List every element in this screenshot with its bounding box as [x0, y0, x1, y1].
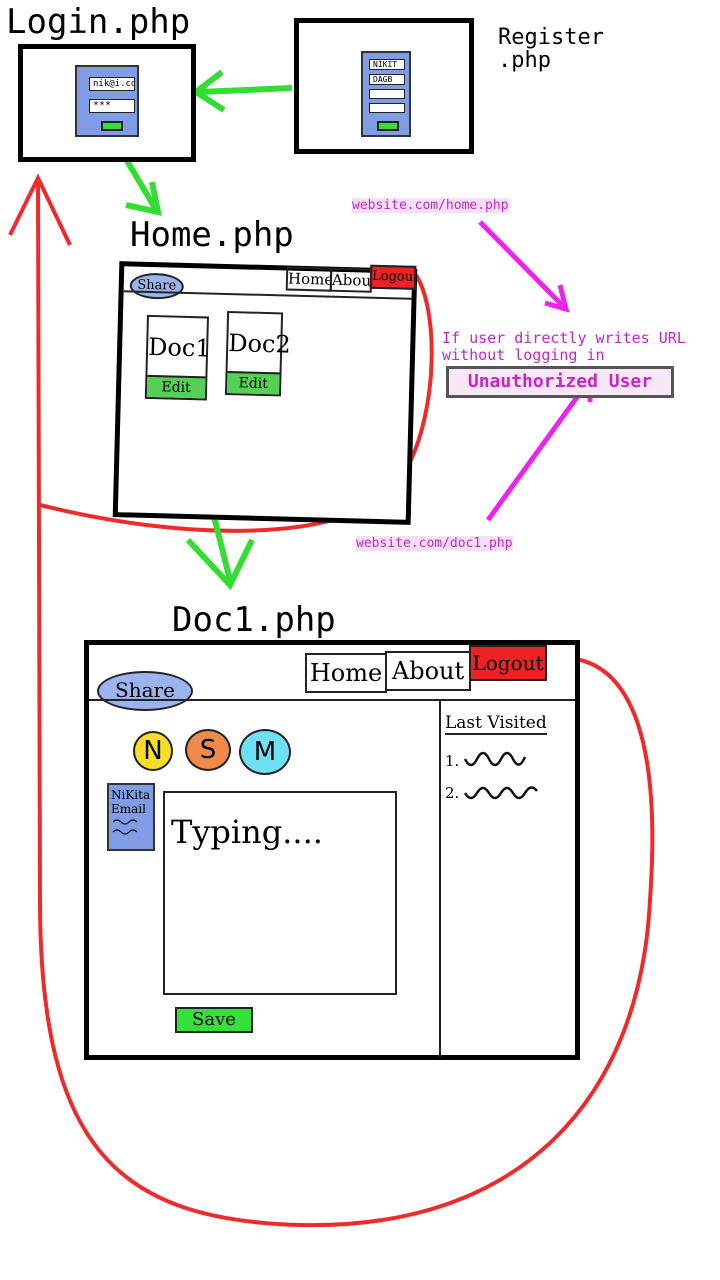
- doc-card-2-edit-button[interactable]: Edit: [226, 371, 280, 395]
- doc-card-1-title: Doc1: [147, 332, 211, 363]
- doc-editor-text: Typing....: [171, 813, 323, 851]
- doc1-share-button[interactable]: Share: [97, 671, 193, 711]
- login-page-title: Login.php: [6, 2, 191, 42]
- home-url-arrow: [478, 220, 564, 307]
- home-url-label: website.com/home.php: [352, 198, 509, 213]
- doc-card-2-title: Doc2: [227, 329, 292, 359]
- home-nav-logout[interactable]: Logout: [369, 264, 417, 290]
- register-submit-button[interactable]: [377, 121, 399, 131]
- doc1-nav-divider: [89, 699, 575, 701]
- login-to-home-arrowhead: [125, 181, 162, 216]
- doc1-nav-logout[interactable]: Logout: [469, 645, 547, 681]
- register-password-field[interactable]: [369, 89, 405, 99]
- login-password-field[interactable]: ***: [89, 99, 135, 113]
- doc1-logout-loop-arrow: [36, 179, 655, 1228]
- collaborator-avatar-m[interactable]: M: [239, 729, 291, 775]
- last-visited-heading: Last Visited: [445, 713, 547, 735]
- last-visited-index-1: 1.: [445, 752, 460, 770]
- register-name-field[interactable]: NIKIT: [369, 59, 405, 70]
- user-info-card: NiKita Email: [107, 783, 155, 851]
- register-email-field[interactable]: DAGB: [369, 74, 405, 85]
- unauthorized-note-line2: without logging in: [442, 346, 605, 364]
- collaborator-avatar-s[interactable]: S: [185, 729, 231, 771]
- doc1-nav-about[interactable]: About: [385, 651, 471, 691]
- home-screen: Share Home About Logout Doc1 Edit Doc2 E…: [112, 261, 418, 525]
- last-visited-item-2[interactable]: 2.: [445, 783, 549, 803]
- login-submit-button[interactable]: [101, 121, 123, 131]
- doc-save-button[interactable]: Save: [175, 1007, 253, 1033]
- last-visited-scribble-1: [464, 751, 527, 767]
- user-info-email: Email: [111, 802, 146, 816]
- doc1-screen: Share Home About Logout N S M NiKita Ema…: [84, 640, 580, 1060]
- unauthorized-note-line1: If user directly writes URL: [442, 329, 686, 347]
- register-page-title: Register .php: [498, 26, 604, 72]
- user-info-name: NiKita: [111, 788, 151, 802]
- edit-to-doc1-arrowhead: [185, 537, 255, 591]
- home-nav-home[interactable]: Home: [285, 266, 333, 292]
- doc1-logout-loop-arrowhead: [8, 173, 72, 246]
- doc-editor-textarea[interactable]: Typing....: [163, 791, 397, 995]
- home-nav-about[interactable]: About: [329, 267, 373, 293]
- home-share-button[interactable]: Share: [129, 272, 185, 300]
- register-confirm-field[interactable]: [369, 103, 405, 113]
- last-visited-index-2: 2.: [445, 784, 460, 802]
- register-title-line1: Register: [498, 25, 604, 50]
- doc1-sidebar-divider: [439, 701, 441, 1057]
- unauthorized-note: If user directly writes URL without logg…: [442, 330, 686, 364]
- register-to-login-arrowhead: [190, 69, 226, 113]
- register-screen: NIKIT DAGB: [294, 18, 474, 154]
- last-visited-scribble-2: [464, 786, 539, 800]
- doc1-nav-home[interactable]: Home: [305, 653, 387, 693]
- collaborator-avatar-n[interactable]: N: [133, 731, 173, 771]
- login-email-field[interactable]: nik@i.co: [89, 77, 135, 91]
- doc-card-1-edit-button[interactable]: Edit: [146, 374, 206, 399]
- register-title-line2: .php: [498, 48, 551, 74]
- login-form: nik@i.co ***: [75, 65, 139, 137]
- doc-card-2[interactable]: Doc2 Edit: [224, 310, 292, 397]
- user-info-scribble: [112, 819, 138, 835]
- doc1-page-title: Doc1.php: [172, 600, 336, 640]
- doc-url-arrow: [485, 380, 591, 522]
- register-form: NIKIT DAGB: [361, 51, 411, 137]
- register-to-login-arrow: [199, 85, 293, 95]
- doc-url-label: website.com/doc1.php: [356, 536, 513, 551]
- doc-card-1[interactable]: Doc1 Edit: [144, 314, 211, 401]
- home-url-arrowhead: [544, 284, 570, 313]
- unauthorized-user-box: Unauthorized User: [446, 366, 674, 398]
- home-page-title: Home.php: [130, 215, 294, 255]
- login-screen: nik@i.co ***: [18, 44, 196, 162]
- last-visited-item-1[interactable]: 1.: [445, 751, 531, 771]
